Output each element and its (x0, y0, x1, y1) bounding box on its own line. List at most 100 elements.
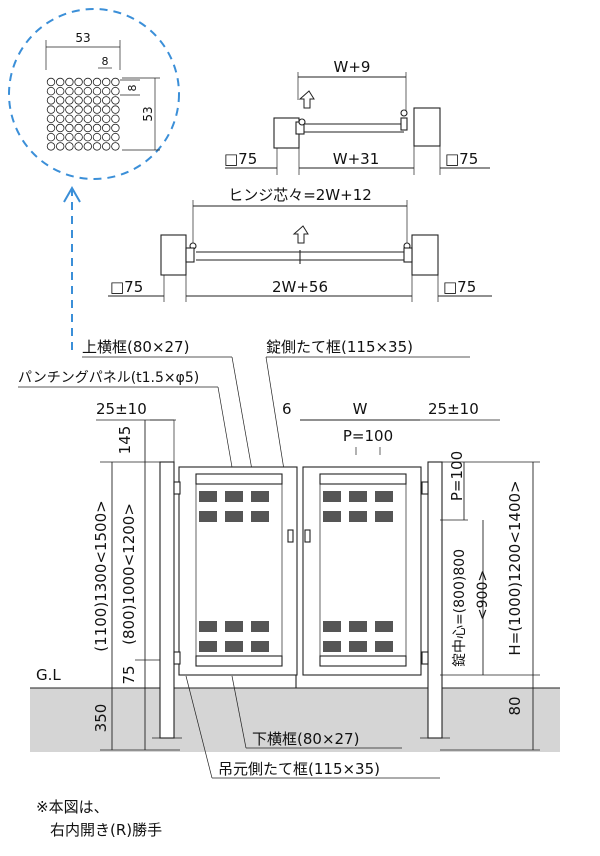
punch-block (323, 621, 341, 632)
punch-hole (65, 114, 74, 123)
punch-block (251, 491, 269, 502)
punch-hole (46, 86, 56, 96)
punch-hole (46, 105, 56, 114)
punch-hole (56, 77, 65, 87)
punch-hole (65, 142, 74, 151)
punch-hole (56, 142, 65, 151)
punch-hole (74, 77, 83, 87)
punch-block (251, 621, 269, 632)
double-hinge-pitch: ヒンジ芯々=2W+12 (228, 186, 372, 204)
punch-hole (111, 86, 120, 96)
punch-block (199, 511, 217, 522)
punch-hole (92, 114, 102, 123)
punch-hole (101, 114, 111, 123)
punch-block (349, 511, 367, 522)
punch-block (349, 641, 367, 652)
detail-pitch-label: 8 (102, 55, 109, 68)
punch-block (375, 621, 393, 632)
punch-hole (65, 77, 74, 87)
leaf-width-label: W (353, 400, 368, 418)
punch-hole (111, 96, 120, 105)
punch-hole (83, 132, 92, 142)
punch-block (375, 641, 393, 652)
punch-hole (56, 86, 65, 96)
detail-width-label: 53 (75, 31, 90, 45)
punch-hole (65, 96, 74, 105)
gate-height-label: (800)1000<1200> (120, 503, 138, 645)
plan-double: ヒンジ芯々=2W+12 □75 2W+56 □75 (108, 186, 492, 302)
punch-hole (92, 77, 102, 87)
detail-circle (8, 8, 180, 180)
double-post-left-label: □75 (110, 278, 143, 296)
punch-block (251, 641, 269, 652)
panel-punch-holes (199, 491, 393, 652)
hinge-bottom (173, 651, 181, 665)
note-line-1: ※本図は、 (36, 798, 109, 816)
punch-hole (56, 114, 65, 123)
punch-block (225, 491, 243, 502)
punch-hole (74, 132, 83, 142)
punch-hole (101, 77, 111, 87)
hinge-post (159, 461, 175, 739)
lock-stile-label: 錠側たて框(115×35) (266, 338, 413, 356)
punch-hole (74, 114, 83, 123)
overall-height-label: H=(1000)1200<1400> (506, 480, 524, 655)
embed-right-label: 80 (506, 696, 524, 715)
punching-panel-label: パンチングパネル(t1.5×φ5) (18, 370, 199, 386)
punch-hole (92, 105, 102, 114)
punch-hole (111, 114, 120, 123)
punch-block (323, 491, 341, 502)
punch-hole (101, 142, 111, 151)
punch-hole (83, 123, 92, 133)
single-top-width: W+9 (334, 58, 371, 76)
double-post-left (160, 234, 187, 276)
punch-block (225, 621, 243, 632)
latch-left (287, 529, 294, 543)
hinge-stile-label: 吊元側たて框(115×35) (218, 760, 380, 778)
punch-hole (101, 132, 111, 142)
punch-hole (83, 142, 92, 151)
ground-label: G.L (36, 666, 61, 684)
punch-hole (65, 132, 74, 142)
punch-block (323, 641, 341, 652)
punch-hole (56, 105, 65, 114)
lock-center-alt-label: <900> (475, 570, 491, 620)
punch-hole (74, 86, 83, 96)
double-bottom-width: 2W+56 (272, 278, 328, 296)
punch-block (225, 641, 243, 652)
punch-holes (46, 77, 120, 151)
punch-block (225, 511, 243, 522)
single-post-right (413, 107, 441, 147)
latch-right (304, 529, 311, 543)
single-post-right-label: □75 (445, 150, 478, 168)
lock-side-post (427, 461, 443, 739)
punch-hole (111, 142, 120, 151)
punch-block (199, 641, 217, 652)
post-top-label: 145 (116, 426, 134, 455)
punch-hole (74, 105, 83, 114)
single-post-left-label: □75 (224, 150, 257, 168)
punch-hole (56, 96, 65, 105)
single-bottom-width: W+31 (333, 150, 380, 168)
embed-depth-label: 350 (92, 704, 110, 733)
punch-hole (83, 96, 92, 105)
punch-hole (65, 105, 74, 114)
detail-spacing-label: 8 (126, 85, 139, 92)
pitch-label: P=100 (343, 427, 393, 445)
punch-block (375, 511, 393, 522)
punch-hole (46, 114, 56, 123)
punch-hole (46, 77, 56, 87)
punch-hole (101, 86, 111, 96)
plan-single: W+9 □75 W+31 □75 (224, 58, 490, 175)
single-post-left (273, 117, 300, 149)
punch-hole (74, 123, 83, 133)
lower-frame-label: 下横框(80×27) (252, 730, 359, 748)
bottom-gap-label: 75 (120, 665, 138, 684)
punch-block (199, 491, 217, 502)
center-gap-label: 6 (282, 400, 292, 418)
punch-block (251, 511, 269, 522)
punch-hole (74, 96, 83, 105)
ground (30, 688, 560, 752)
